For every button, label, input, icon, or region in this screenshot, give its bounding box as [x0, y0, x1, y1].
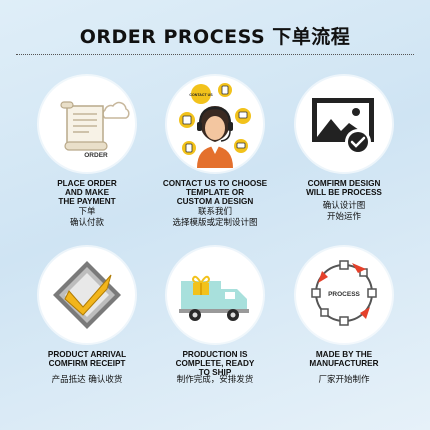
step-manufacturing: PROCESS MADE BY THE MANUFACTURER 厂家开始制作 — [274, 247, 414, 397]
customer-support-icon: CONTACT US — [179, 83, 251, 168]
step-3-english: COMFIRM DESIGN WILL BE PROCESS — [306, 179, 382, 198]
order-icon-label: ORDER — [84, 152, 108, 159]
delivery-truck-icon — [179, 275, 249, 321]
step-contact-us: CONTACT US CONTACT US TO CHOOSE TEMPLATE… — [145, 76, 285, 236]
step-4-english: PRODUCT ARRIVAL COMFIRM RECEIPT — [47, 350, 127, 369]
process-icon-label: PROCESS — [328, 291, 360, 298]
step-place-order: ORDER PLACE ORDER AND MAKE THE PAYMENT 下… — [17, 76, 157, 236]
step-5-chinese: 制作完成，安排发货 — [176, 375, 254, 385]
design-icon-circle — [296, 76, 392, 172]
step-confirm-design: COMFIRM DESIGN WILL BE PROCESS 确认设计图 开始运… — [274, 76, 414, 236]
checkmark-box-icon — [53, 261, 121, 329]
cloud-icon — [102, 101, 130, 119]
support-icon-circle: CONTACT US — [167, 76, 263, 172]
step-production-complete: PRODUCTION IS COMPLETE, READY TO SHIP 制作… — [145, 247, 285, 397]
check-badge-icon — [348, 132, 368, 152]
process-cycle-icon: PROCESS — [311, 260, 377, 326]
page-title: ORDER PROCESS 下单流程 — [79, 26, 351, 48]
step-5-english: PRODUCTION IS COMPLETE, READY TO SHIP — [175, 350, 255, 378]
step-3-chinese: 确认设计图 开始运作 — [322, 201, 366, 222]
contact-us-bubble-label: CONTACT US — [189, 93, 213, 97]
order-document-icon: ORDER — [60, 101, 130, 159]
step-6-english: MADE BY THE MANUFACTURER — [309, 350, 379, 369]
title-divider — [16, 54, 414, 55]
header: ORDER PROCESS 下单流程 — [0, 22, 430, 49]
truck-icon-circle — [167, 247, 263, 343]
step-1-chinese: 下单 确认付款 — [69, 207, 104, 228]
image-check-icon — [312, 98, 374, 155]
receipt-icon-circle — [39, 247, 135, 343]
step-1-english: PLACE ORDER AND MAKE THE PAYMENT — [57, 179, 117, 207]
process-icon-circle: PROCESS — [296, 247, 392, 343]
step-product-arrival: PRODUCT ARRIVAL COMFIRM RECEIPT 产品抵达 确认收… — [17, 247, 157, 397]
order-icon-circle: ORDER — [39, 76, 135, 172]
step-6-chinese: 厂家开始制作 — [318, 375, 370, 385]
step-4-chinese: 产品抵达 确认收货 — [51, 375, 123, 385]
step-2-chinese: 联系我们 选择模版或定制设计图 — [172, 207, 258, 228]
step-2-english: CONTACT US TO CHOOSE TEMPLATE OR CUSTOM … — [162, 179, 268, 207]
